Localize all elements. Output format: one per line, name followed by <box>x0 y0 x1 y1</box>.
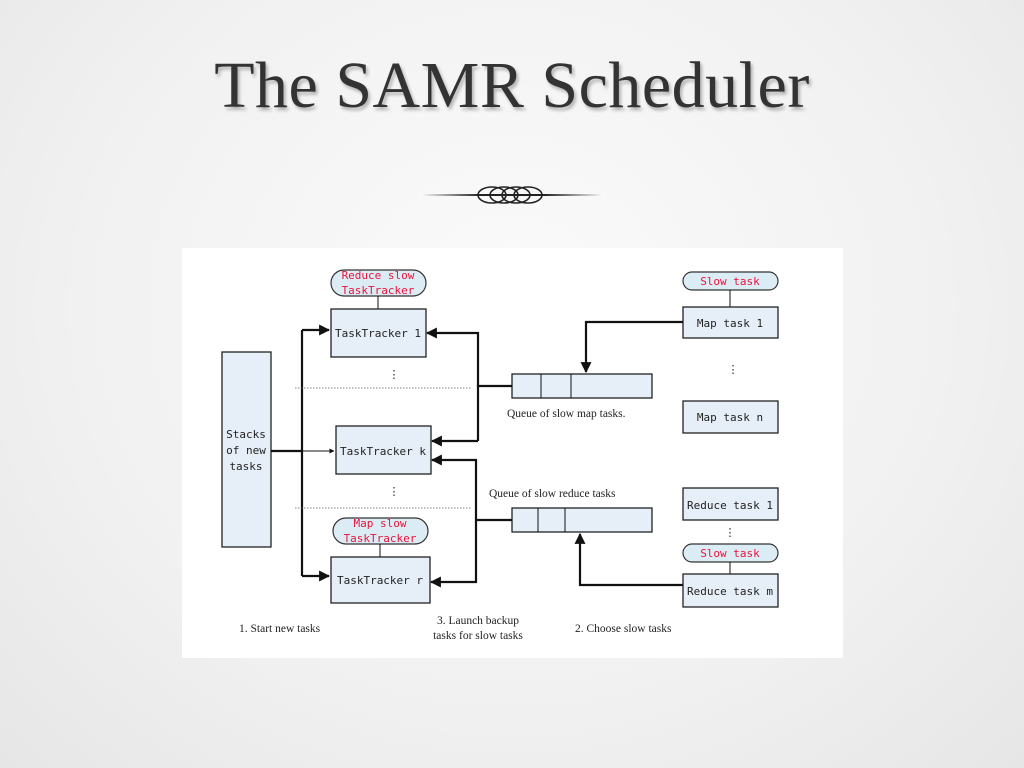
caption-launch-backup-line1: 3. Launch backup <box>437 615 519 627</box>
map-slow-tag-line1: Map slow <box>354 517 407 530</box>
ellipsis-map-tasks: ⋮ <box>728 363 739 376</box>
map-task-n-label: Map task n <box>697 411 763 424</box>
reduce-task-1-label: Reduce task 1 <box>687 499 773 512</box>
tasktracker-k-box <box>335 425 432 475</box>
caption-start-new-tasks: 1. Start new tasks <box>239 623 321 635</box>
stacks-label-line1: Stacks <box>226 428 266 441</box>
reduce-task-1-box <box>682 487 779 521</box>
title-divider-ornament <box>422 186 602 204</box>
slide-title: The SAMR Scheduler <box>214 49 810 122</box>
slow-reduce-queue <box>511 507 653 533</box>
ellipsis-reduce-tasks: ⋮ <box>725 526 736 539</box>
reduce-task-m-label: Reduce task m <box>687 585 773 598</box>
stacks-box <box>221 351 272 548</box>
caption-launch-backup-line2: tasks for slow tasks <box>433 630 523 642</box>
map-task-1-box <box>682 306 779 339</box>
samr-diagram: Stacks of new tasks Reduce slow TaskTrac… <box>182 248 843 658</box>
slow-map-queue-label: Queue of slow map tasks. <box>507 408 626 420</box>
reduce-task-m-box <box>682 573 779 608</box>
choose-arrow-reduce <box>574 532 683 587</box>
map-slow-tag-line2: TaskTracker <box>344 532 417 545</box>
tasktracker-k-label: TaskTracker k <box>340 445 426 458</box>
slow-task-tag-reduce-label: Slow task <box>700 547 760 560</box>
tasktracker-r-label: TaskTracker r <box>337 574 423 587</box>
backup-arrow-ttr <box>429 520 478 588</box>
reduce-slow-tag-line2: TaskTracker <box>342 284 415 297</box>
slow-map-queue <box>511 373 653 399</box>
backup-arrow-tt1 <box>425 327 480 386</box>
reduce-slow-tag-line1: Reduce slow <box>342 269 415 282</box>
backup-arrow-ttk-lower <box>430 454 478 520</box>
stacks-label-line3: tasks <box>229 460 262 473</box>
caption-choose-slow-tasks: 2. Choose slow tasks <box>575 623 672 635</box>
tasktracker-1-label: TaskTracker 1 <box>335 327 421 340</box>
tasktracker-r-box <box>330 556 431 604</box>
ellipsis-tt-upper: ⋮ <box>389 368 400 381</box>
map-task-1-label: Map task 1 <box>697 317 763 330</box>
stacks-label-line2: of new <box>226 444 266 457</box>
ellipsis-tt-lower: ⋮ <box>389 485 400 498</box>
map-task-n-box <box>682 400 779 434</box>
slow-reduce-queue-label: Queue of slow reduce tasks <box>489 488 616 500</box>
slow-task-tag-map-label: Slow task <box>700 275 760 288</box>
